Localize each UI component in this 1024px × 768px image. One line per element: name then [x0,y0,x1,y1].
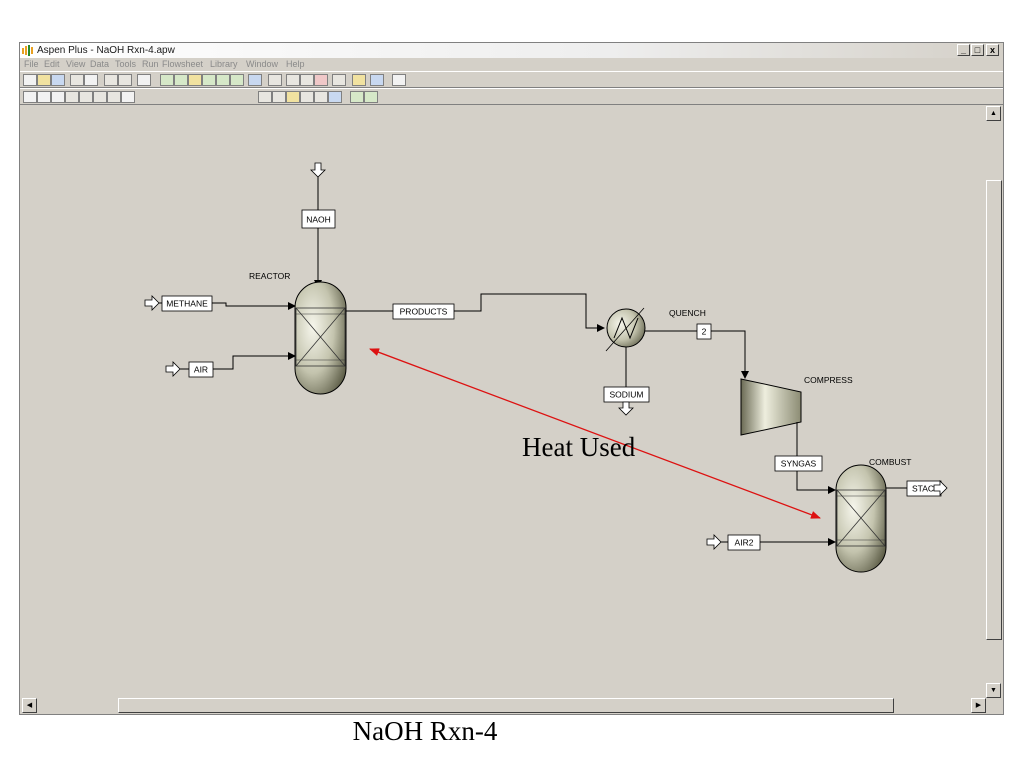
stream-label-sodium[interactable]: SODIUM [610,390,644,400]
view-icon[interactable] [258,91,272,103]
stream-label-air2[interactable]: AIR2 [735,538,754,548]
global-data-icon[interactable] [328,91,342,103]
model-library-icon[interactable] [392,74,406,86]
insert-block-icon[interactable] [350,91,364,103]
horizontal-scrollbar[interactable]: ◀ ▶ [22,698,986,713]
menu-edit[interactable]: Edit [44,59,60,69]
stream-label-methane[interactable]: METHANE [166,299,208,309]
aspen-app-icon [22,45,33,56]
air2-feed-icon[interactable] [706,534,722,550]
block-label-reactor[interactable]: REACTOR [249,271,290,281]
combustor-vessel[interactable] [835,464,887,573]
quench-heater[interactable] [605,307,646,352]
main-toolbar [20,71,1003,88]
save-icon[interactable] [51,74,65,86]
stop-icon[interactable] [314,74,328,86]
slide-caption: NaOH Rxn-4 [352,716,498,746]
stream-label-2[interactable]: 2 [702,327,707,337]
sodium-product-icon[interactable] [618,401,634,416]
reconnect-icon[interactable] [314,91,328,103]
menu-window[interactable]: Window [246,59,279,69]
block-label-quench[interactable]: QUENCH [669,308,706,318]
align-center-icon[interactable] [107,91,121,103]
scroll-right-icon[interactable]: ▶ [971,698,986,713]
horizontal-scroll-thumb[interactable] [118,698,894,713]
air-feed-icon[interactable] [165,361,181,377]
print-icon[interactable] [70,74,84,86]
menu-data[interactable]: Data [90,59,110,69]
reactor-vessel[interactable] [294,281,347,395]
paste-icon[interactable] [118,74,132,86]
stack-product-icon[interactable] [933,480,948,496]
results-icon[interactable] [352,74,366,86]
stream-label-products[interactable]: PRODUCTS [400,307,448,317]
open-folder-icon[interactable] [37,74,51,86]
minimize-button[interactable]: _ [957,44,970,56]
run-icon[interactable] [286,74,300,86]
naoh-feed-icon[interactable] [310,162,326,178]
align-right-icon[interactable] [93,91,107,103]
data-browser-icon[interactable] [160,74,174,86]
stream-label-stack[interactable]: STAC [912,484,934,494]
methane-feed-icon[interactable] [144,295,160,311]
scroll-left-icon[interactable]: ◀ [22,698,37,713]
maximize-button[interactable]: □ [971,44,984,56]
vertical-scrollbar[interactable]: ▲ ▼ [986,106,1002,698]
copy-icon[interactable] [104,74,118,86]
print-preview-icon[interactable] [84,74,98,86]
help-cursor-icon[interactable] [137,74,151,86]
stream-label-syngas[interactable]: SYNGAS [781,459,817,469]
blocks-icon[interactable] [230,74,244,86]
scroll-up-icon[interactable]: ▲ [986,106,1001,121]
menu-library[interactable]: Library [210,59,238,69]
step-icon[interactable] [300,74,314,86]
vertical-scroll-thumb[interactable] [986,180,1002,640]
menu-help[interactable]: Help [286,59,305,69]
align-left-icon[interactable] [79,91,93,103]
check-results-icon[interactable] [370,74,384,86]
block-label-compress[interactable]: COMPRESS [804,375,853,385]
close-button[interactable]: x [986,44,999,56]
menu-bar: File Edit View Data Tools Run Flowsheet … [20,58,1003,71]
flowsheet-toolbar [20,88,1003,105]
heat-used-arrow [369,348,821,519]
section-icon[interactable] [272,91,286,103]
heat-used-label: Heat Used [522,432,636,462]
menu-file[interactable]: File [24,59,39,69]
compressor[interactable] [740,378,802,436]
insert-stream-icon[interactable] [364,91,378,103]
title-bar[interactable]: Aspen Plus - NaOH Rxn-4.apw _ □ x [20,43,1003,58]
stream-tool-icon[interactable] [300,91,314,103]
window-title: Aspen Plus - NaOH Rxn-4.apw [37,45,175,56]
streams-icon[interactable] [216,74,230,86]
aspen-window: Aspen Plus - NaOH Rxn-4.apw _ □ x File E… [19,42,1004,715]
stream-label-air[interactable]: AIR [194,365,208,375]
select-pointer-icon[interactable] [121,91,135,103]
block-label-combust[interactable]: COMBUST [869,457,912,467]
flowsheet-canvas[interactable]: NAOH REACTOR METHANE AIR PRODUCTS QUENCH… [0,0,1024,716]
snap-icon[interactable] [51,91,65,103]
setup-icon[interactable] [174,74,188,86]
reinitialize-icon[interactable] [332,74,346,86]
components-icon[interactable] [188,74,202,86]
grid-icon[interactable] [37,91,51,103]
display-options-icon[interactable] [286,91,300,103]
align-icon[interactable] [65,91,79,103]
scroll-down-icon[interactable]: ▼ [986,683,1001,698]
new-file-icon[interactable] [23,74,37,86]
next-icon[interactable] [248,74,262,86]
menu-run[interactable]: Run [142,59,159,69]
zoom-icon[interactable] [23,91,37,103]
menu-tools[interactable]: Tools [115,59,137,69]
properties-icon[interactable] [202,74,216,86]
menu-view[interactable]: View [66,59,86,69]
control-panel-icon[interactable] [268,74,282,86]
menu-flowsheet[interactable]: Flowsheet [162,59,204,69]
stream-label-naoh[interactable]: NAOH [306,215,331,225]
